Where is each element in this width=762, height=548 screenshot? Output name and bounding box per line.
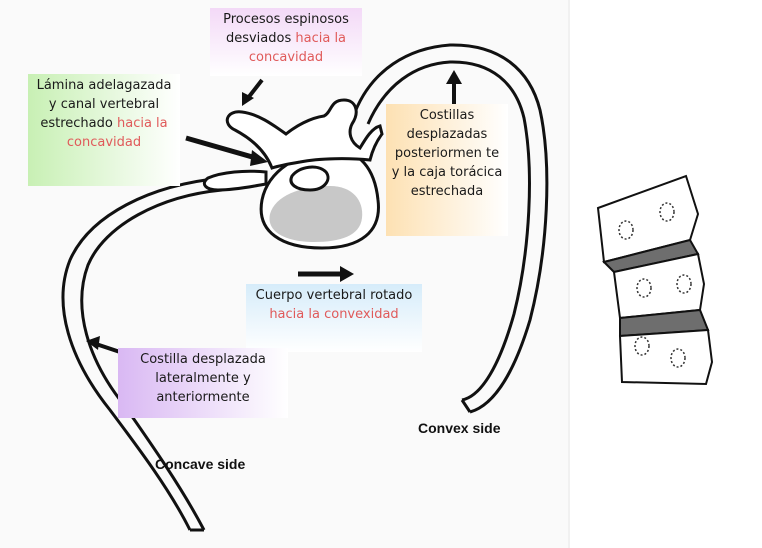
label-costilla-desplazada: Costilla desplazada lateralmente y anter… [118,348,288,418]
spinal-canal [291,167,328,190]
arrow-espinosos [242,80,262,106]
label-black-text: Costillas desplazadas posteriormen te y … [392,108,503,199]
label-lamina: Lámina adelagazada y canal vertebral est… [28,74,180,186]
label-procesos-espinosos: Procesos espinosos desviados hacia la co… [210,8,362,76]
spine-segment-illustration [598,176,712,384]
concave-side-label: Concave side [155,456,245,472]
arrow-cuerpo [298,266,354,282]
vertebra-lower [620,330,712,384]
label-cuerpo-vertebral: Cuerpo vertebral rotado hacia la convexi… [246,284,422,352]
convex-side-label: Convex side [418,420,500,436]
convex-rib-end [462,400,470,412]
label-costillas-desplazadas: Costillas desplazadas posteriormen te y … [386,104,508,236]
label-black-text: Cuerpo vertebral rotado [256,288,413,303]
label-red-text: hacia la convexidad [269,307,398,322]
transverse-process-left [204,171,266,190]
label-black-text: Costilla desplazada lateralmente y anter… [140,352,266,405]
arrow-costillas [446,70,462,108]
